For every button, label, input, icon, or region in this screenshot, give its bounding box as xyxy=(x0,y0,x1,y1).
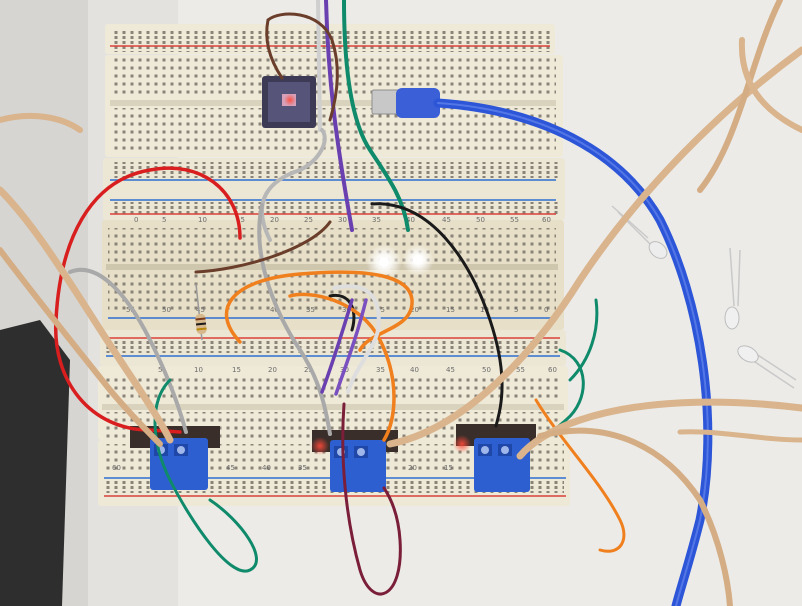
label-lower-2: 15 xyxy=(232,366,241,374)
middle-breadboard xyxy=(102,220,564,330)
wire-red xyxy=(54,166,242,434)
wire-tan-left-2 xyxy=(0,112,83,133)
loose-led-1 xyxy=(611,205,668,259)
wire-purple-1 xyxy=(320,298,354,394)
label-upper-7: 35 xyxy=(372,216,381,224)
label-middle-11: 0 xyxy=(544,306,548,314)
loose-led-2 xyxy=(724,247,741,330)
label-bottom-9: 15 xyxy=(444,464,453,472)
driver-board-right xyxy=(453,424,536,492)
wire-tan-left-3 xyxy=(0,247,163,447)
label-upper-8: 40 xyxy=(406,216,415,224)
label-middle-6: 25 xyxy=(376,306,385,314)
label-bottom-4: 40 xyxy=(262,464,271,472)
wire-top-green xyxy=(342,0,410,232)
label-lower-10: 55 xyxy=(516,366,525,374)
label-upper-9: 45 xyxy=(442,216,451,224)
wire-white-mid xyxy=(332,284,381,394)
wire-green-left xyxy=(153,378,258,573)
wire-orange-1 xyxy=(224,270,414,352)
usb-connector xyxy=(371,88,440,118)
wire-purple-2 xyxy=(334,298,368,396)
label-upper-1: 5 xyxy=(162,216,166,224)
label-middle-3: 40 xyxy=(270,306,279,314)
label-upper-10: 50 xyxy=(476,216,485,224)
lower-rail xyxy=(100,330,566,366)
label-middle-7: 20 xyxy=(410,306,419,314)
label-lower-9: 50 xyxy=(482,366,491,374)
label-upper-4: 20 xyxy=(270,216,279,224)
resistor xyxy=(195,283,207,341)
label-lower-7: 40 xyxy=(410,366,419,374)
label-bottom-3: 45 xyxy=(226,464,235,472)
label-lower-8: 45 xyxy=(446,366,455,374)
upper-breadboard xyxy=(105,55,563,157)
wire-brown-mid xyxy=(194,220,332,274)
label-upper-5: 25 xyxy=(304,216,313,224)
middle-board-labels: 55 50 45 40 35 30 25 20 15 10 5 0 xyxy=(126,306,548,314)
label-lower-11: 60 xyxy=(548,366,557,374)
label-middle-9: 10 xyxy=(480,306,489,314)
label-middle-8: 15 xyxy=(446,306,455,314)
wire-tan-right-3 xyxy=(738,37,802,133)
top-power-rail xyxy=(105,24,555,54)
label-middle-2: 45 xyxy=(196,306,205,314)
wire-top-white-1 xyxy=(316,0,322,132)
wire-black-long xyxy=(370,202,504,428)
label-upper-11: 55 xyxy=(510,216,519,224)
label-middle-4: 35 xyxy=(306,306,315,314)
label-middle-5: 30 xyxy=(342,306,351,314)
label-lower-3: 20 xyxy=(268,366,277,374)
wire-tan-right-5 xyxy=(537,427,733,606)
wire-maroon xyxy=(341,402,402,596)
upper-board-labels: 0 5 10 15 20 25 30 35 40 45 50 55 60 xyxy=(134,216,551,224)
label-bottom-0: 60 xyxy=(112,464,121,472)
label-lower-0: 5 xyxy=(158,366,162,374)
wire-tan-right-2 xyxy=(697,0,783,193)
wire-orange-2 xyxy=(288,292,396,442)
wire-tan-right-6 xyxy=(677,429,802,443)
glowing-leds xyxy=(366,244,434,280)
loose-leds xyxy=(611,205,797,389)
dark-object-left xyxy=(0,320,70,606)
label-bottom-8: 20 xyxy=(408,464,417,472)
label-upper-2: 10 xyxy=(198,216,207,224)
wire-tan-left-1 xyxy=(0,186,174,444)
wire-gray-down xyxy=(257,203,332,436)
label-bottom-5: 35 xyxy=(298,464,307,472)
loose-led-3 xyxy=(737,345,797,389)
wire-gray-left xyxy=(68,268,188,434)
label-upper-3: 15 xyxy=(236,216,245,224)
label-lower-4: 25 xyxy=(304,366,313,374)
wire-tan-right-1 xyxy=(386,46,802,448)
label-lower-6: 35 xyxy=(376,366,385,374)
label-middle-1: 50 xyxy=(162,306,171,314)
label-upper-6: 30 xyxy=(338,216,347,224)
wire-top-brown xyxy=(266,12,339,122)
wire-tan-right-4 xyxy=(516,398,802,460)
label-upper-12: 60 xyxy=(542,216,551,224)
label-lower-1: 10 xyxy=(194,366,203,374)
label-middle-10: 5 xyxy=(514,306,518,314)
microcontroller-module xyxy=(262,76,316,128)
upper-middle-rail xyxy=(103,158,565,220)
label-upper-0: 0 xyxy=(134,216,138,224)
